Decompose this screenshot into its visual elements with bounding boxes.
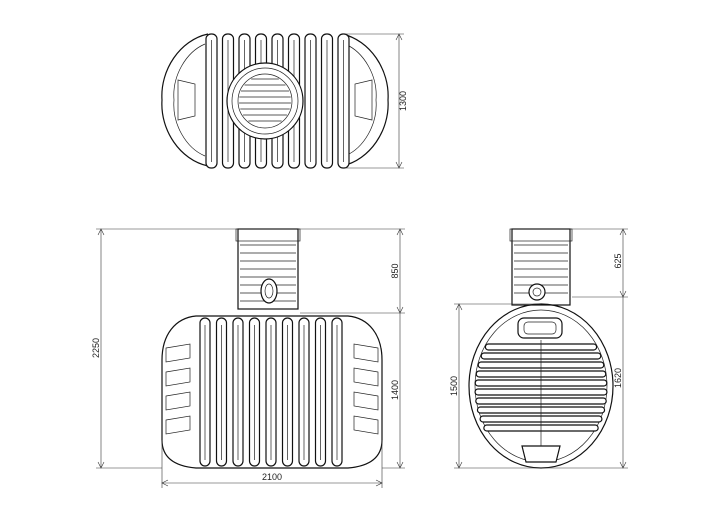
handle-pocket	[353, 391, 379, 411]
dim-side-body-height: 1620	[613, 368, 623, 388]
dim-front-overall-height: 2250	[91, 338, 101, 358]
top-view-lid-grille	[239, 78, 291, 122]
top-view: 1300	[161, 33, 408, 169]
front-neck-ribs	[240, 244, 296, 302]
front-inlet-port	[260, 278, 278, 304]
dim-front-width: 2100	[262, 472, 282, 482]
handle-pocket	[165, 367, 191, 387]
dim-front-neck-height: 850	[390, 263, 400, 278]
handle-pocket	[353, 343, 379, 363]
handle-pocket	[165, 343, 191, 363]
top-view-neck-outer	[226, 62, 304, 140]
front-body	[161, 315, 383, 469]
dim-top-width: 1300	[398, 91, 408, 111]
handle-pocket	[165, 391, 191, 411]
side-top-hatch	[517, 317, 563, 339]
handle-pocket	[353, 415, 379, 435]
dim-side-neck-height: 625	[613, 253, 623, 268]
dim-side-body-width: 1500	[449, 376, 459, 396]
side-bottom-sump	[521, 445, 561, 463]
front-handle-pockets	[165, 343, 379, 435]
side-view: 625 1620 1500	[449, 228, 628, 469]
front-body-ribs	[199, 317, 343, 467]
side-outlet-port	[528, 283, 546, 301]
handle-pocket	[353, 367, 379, 387]
handle-pocket	[165, 415, 191, 435]
front-view: 2250 850 1400 2100	[91, 228, 405, 488]
dim-front-body-height: 1400	[390, 380, 400, 400]
